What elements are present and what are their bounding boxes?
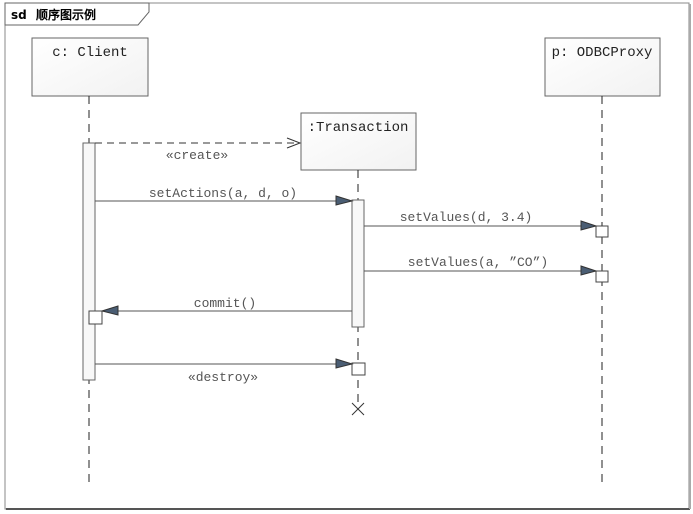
message-destroy[interactable]: «destroy» — [95, 358, 354, 385]
destroy-x-icon — [351, 402, 365, 416]
lifeline-head-client[interactable] — [31, 37, 149, 97]
activation-box-destroy — [351, 362, 366, 376]
lifeline-head-transaction[interactable] — [300, 112, 417, 171]
lifeline-client[interactable]: c: Client — [31, 37, 149, 485]
message-label-create: «create» — [166, 148, 228, 163]
message-label-setvalues-2: setValues(a, ”CO”) — [408, 255, 548, 270]
lifeline-label-transaction: :Transaction — [308, 120, 409, 136]
frame-keyword: sd — [11, 8, 27, 22]
activation-box-setvalues-2 — [595, 270, 609, 283]
message-label-destroy: «destroy» — [188, 370, 258, 385]
activation-box-commit — [88, 310, 103, 325]
message-commit[interactable]: commit() — [100, 296, 352, 316]
activation-bar-client — [82, 142, 96, 381]
lifeline-head-proxy[interactable] — [544, 37, 661, 97]
filled-arrow-icon — [580, 220, 598, 231]
lifeline-label-client: c: Client — [52, 45, 128, 61]
message-setvalues-2[interactable]: setValues(a, ”CO”) — [364, 255, 598, 276]
message-label-commit: commit() — [194, 296, 256, 311]
filled-arrow-icon — [335, 195, 354, 206]
diagram-frame: sd 顺序图示例 — [4, 2, 691, 510]
activation-bar-transaction — [351, 199, 365, 328]
activation-box-setvalues-1 — [595, 225, 609, 238]
message-create[interactable]: «create» — [95, 137, 302, 163]
message-setvalues-1[interactable]: setValues(d, 3.4) — [364, 210, 598, 231]
message-setactions[interactable]: setActions(a, d, o) — [95, 186, 354, 206]
filled-arrow-icon — [580, 265, 598, 276]
message-label-setactions: setActions(a, d, o) — [149, 186, 297, 201]
frame-title: 顺序图示例 — [36, 7, 96, 22]
lifeline-transaction[interactable]: :Transaction — [300, 112, 417, 416]
open-arrow-icon — [286, 137, 302, 149]
message-label-setvalues-1: setValues(d, 3.4) — [400, 210, 533, 225]
lifeline-label-proxy: p: ODBCProxy — [552, 45, 653, 61]
filled-arrow-icon — [100, 305, 119, 316]
filled-arrow-icon — [335, 358, 354, 369]
lifeline-proxy[interactable]: p: ODBCProxy — [544, 37, 661, 485]
